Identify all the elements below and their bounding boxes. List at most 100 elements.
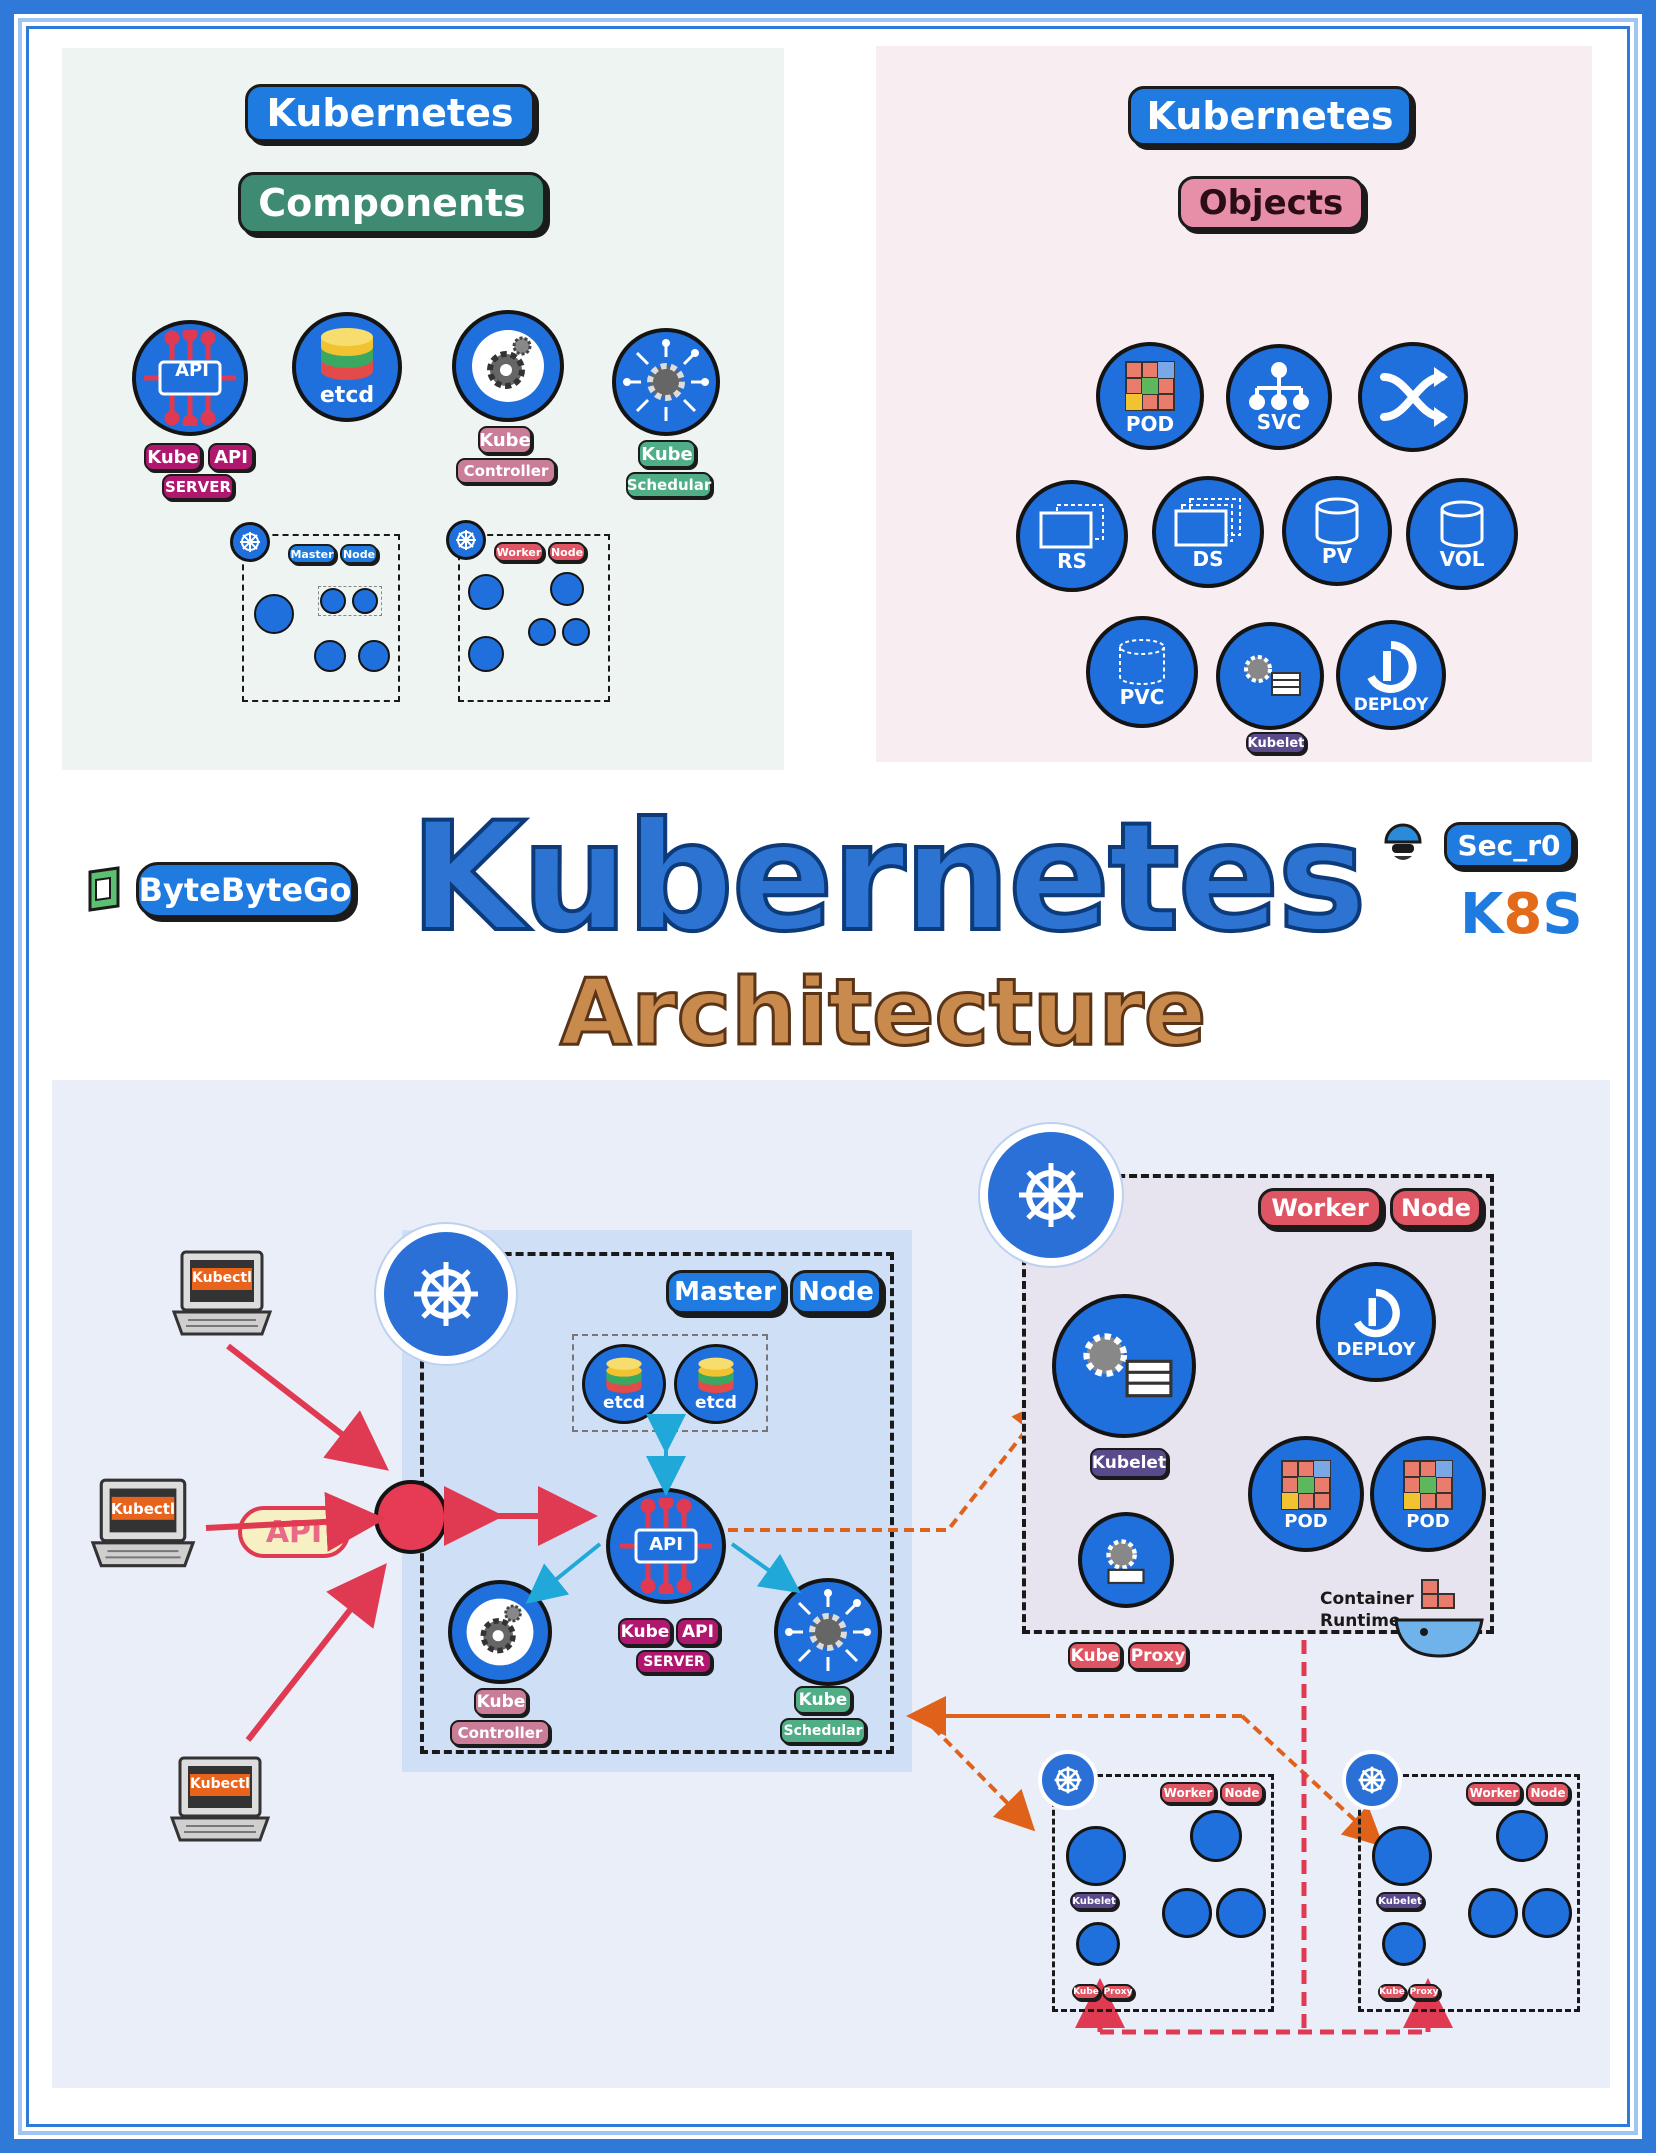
pod-node-1: POD: [1248, 1436, 1364, 1552]
kubectl-label-3: Kubectl: [190, 1776, 250, 1792]
pod-node-2: POD: [1370, 1436, 1486, 1552]
arch-schedular-label-schedular: Schedular: [780, 1718, 866, 1744]
object-pv: PV: [1282, 476, 1392, 586]
docker-whale-icon: [1392, 1576, 1488, 1660]
mini-etcd-box: [318, 586, 382, 616]
schedular-label-kube: Kube: [638, 440, 696, 468]
api-server-label-kube: Kube: [618, 1618, 672, 1646]
architecture-panel: Master Node etcd etcd API Kube API SERVE…: [52, 1080, 1610, 2088]
mini-api-icon: [254, 594, 294, 634]
mini-kubelet-icon: [468, 574, 504, 610]
kubelet-node: [1052, 1294, 1196, 1438]
page-subtitle: Architecture: [559, 958, 1208, 1068]
arch-controller-label-controller: Controller: [450, 1720, 550, 1746]
worker-a-title-node: Node: [1220, 1782, 1264, 1804]
database-stack-icon: [698, 1357, 734, 1393]
scheduler-gear-icon: [623, 339, 709, 421]
k8s-k: K: [1460, 882, 1504, 947]
worker-node-a-box: [1052, 1774, 1274, 2012]
laptop-icon-3: [169, 1754, 271, 1846]
components-heading-bottom: Components: [238, 172, 546, 234]
etcd-icon-2: etcd: [674, 1344, 758, 1424]
kube-api-label-api: API: [208, 443, 254, 471]
worker-b-proxy-kube: Kube: [1378, 1984, 1406, 2000]
worker-a-k8s-icon: [1038, 1750, 1098, 1810]
deploy-icon: [1367, 640, 1417, 693]
deploy-node: DEPLOY: [1316, 1262, 1436, 1382]
object-vol: VOL: [1406, 478, 1518, 590]
worker-a-kubelet-label: Kubelet: [1070, 1892, 1118, 1910]
worker-b-pod-1: [1468, 1888, 1518, 1938]
worker-title-node: Node: [1390, 1188, 1482, 1228]
gear-icon: [466, 1598, 534, 1666]
kube-api-label-server: SERVER: [162, 474, 234, 500]
database-stack-icon: [321, 328, 373, 380]
kube-proxy-node: [1078, 1512, 1174, 1608]
api-server-node: [606, 1488, 726, 1604]
mini-master-k8s-icon: [230, 522, 270, 562]
service-tree-icon: [1249, 362, 1309, 410]
mini-etcd-icon-1: [320, 588, 346, 614]
page-title: Kubernetes: [408, 789, 1369, 967]
helm-wheel-icon: [1019, 1163, 1083, 1227]
etcd-2-label: etcd: [695, 1392, 737, 1413]
worker-b-title-node: Node: [1526, 1782, 1570, 1804]
mini-worker-label: Worker: [494, 542, 544, 562]
helm-wheel-icon: [240, 532, 260, 552]
worker-a-proxy-proxy: Proxy: [1102, 1984, 1134, 2000]
cube-icon: [1281, 1460, 1331, 1510]
mini-controller-icon: [314, 640, 346, 672]
object-ds-label: DS: [1192, 547, 1224, 571]
arch-schedular-label-kube: Kube: [794, 1686, 852, 1714]
worker-b-deploy: [1496, 1810, 1548, 1862]
helm-wheel-icon: [1054, 1766, 1082, 1794]
api-server-label-api: API: [676, 1618, 720, 1646]
worker-a-title-worker: Worker: [1160, 1782, 1216, 1804]
worker-b-proxy-proxy: Proxy: [1408, 1984, 1440, 2000]
kubelet-label: Kubelet: [1090, 1448, 1168, 1478]
object-pod-label: POD: [1125, 412, 1175, 436]
objects-panel: Kubernetes Objects POD SVC RS DS PV VOL: [876, 46, 1592, 762]
scheduler-gear-icon: [785, 1589, 871, 1671]
object-svc: SVC: [1226, 344, 1332, 450]
worker-node-b-box: [1358, 1774, 1580, 2012]
worker-b-pod-2: [1522, 1888, 1572, 1938]
kubelet-icon: [1244, 655, 1301, 696]
object-pod: POD: [1096, 342, 1204, 450]
helm-wheel-icon: [1358, 1766, 1386, 1794]
object-kubelet: [1216, 622, 1324, 730]
scheduler-icon: [612, 328, 720, 436]
worker-a-deploy: [1190, 1810, 1242, 1862]
etcd-label: etcd: [319, 383, 375, 408]
controller-label-kube: Kube: [478, 426, 532, 454]
cube-icon: [1125, 361, 1175, 411]
kube-api-label-kube: Kube: [144, 443, 202, 471]
components-panel: Kubernetes Components API Kube API SERVE…: [62, 48, 784, 770]
worker-a-proxy-kube: Kube: [1072, 1984, 1100, 2000]
api-server-icon: [132, 320, 248, 436]
arch-scheduler-icon: [774, 1578, 882, 1686]
worker-b-kubelet-label: Kubelet: [1376, 1892, 1424, 1910]
kubectl-label-1: Kubectl: [192, 1270, 252, 1286]
container-runtime-label: Container Runtime: [1320, 1588, 1414, 1632]
mini-master-node-label: Node: [340, 544, 378, 564]
api-chip-icon: [144, 330, 236, 426]
schedular-label-schedular: Schedular: [626, 472, 712, 498]
object-kubelet-label: Kubelet: [1246, 732, 1306, 754]
master-k8s-icon: [376, 1224, 516, 1364]
mini-master-node: [242, 534, 400, 702]
gear-icon: [472, 330, 544, 402]
kube-proxy-label-proxy: Proxy: [1128, 1642, 1188, 1670]
author-name: Sec_r0: [1444, 822, 1574, 868]
worker-title-worker: Worker: [1258, 1188, 1382, 1228]
kubelet-icon: [1083, 1333, 1173, 1398]
shuffle-icon: [1380, 367, 1448, 427]
mini-proxy-icon: [468, 636, 504, 672]
worker-a-kubelet: [1066, 1826, 1126, 1886]
cube-icon: [1403, 1460, 1453, 1510]
objects-heading-top: Kubernetes: [1128, 86, 1412, 146]
bytebytego-brand: ByteByteGo: [136, 862, 354, 918]
container-runtime-line-2: Runtime: [1320, 1611, 1401, 1631]
api-server-icon-label: API: [649, 1534, 683, 1555]
etcd-icon-1: etcd: [582, 1344, 666, 1424]
